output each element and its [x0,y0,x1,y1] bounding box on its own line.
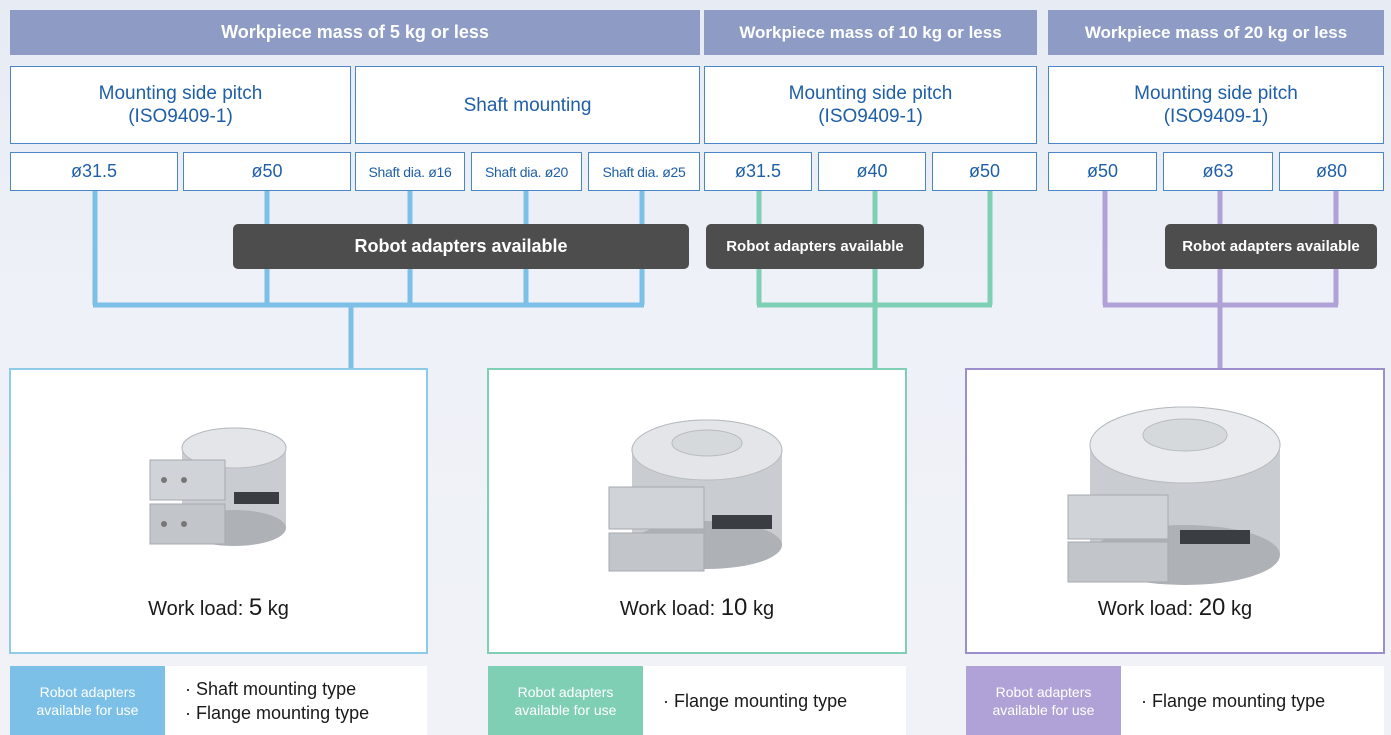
tag-line: Robot adapters [995,683,1092,700]
tag-line: available for use [992,701,1095,718]
gripper-image [608,419,783,572]
work-load-unit: kg [1225,598,1253,620]
adapter-type-item: · Shaft mounting type [185,678,357,699]
robot-adapters-badge: Robot adapters available [1165,224,1377,269]
header-5kg: Workpiece mass of 5 kg or less [10,10,700,55]
size-box: ø50 [932,152,1037,191]
teal-connectors [756,191,993,368]
work-load-unit: kg [747,598,775,620]
mount-title: Mounting side pitch [788,83,953,104]
mount-title: Mounting side pitch [98,83,263,104]
adapter-types: · Shaft mounting type · Flange mounting … [165,666,427,735]
work-load-prefix: Work load: [148,598,249,620]
tag-line: available for use [36,701,139,718]
mount-subtitle: (ISO9409-1) [128,106,233,127]
work-load-label: Work load: 20 kg [967,594,1383,622]
adapter-types: · Flange mounting type [643,666,906,735]
work-load-label: Work load: 5 kg [11,594,426,622]
gripper-image [149,427,286,546]
mount-group-pitch-5kg: Mounting side pitch(ISO9409-1) [10,66,351,144]
adapter-type-item: · Flange mounting type [185,702,370,723]
robot-adapters-badge: Robot adapters available [706,224,924,269]
gripper-image [1067,406,1281,585]
work-load-prefix: Work load: [619,598,721,620]
product-card-20kg: Work load: 20 kg [965,368,1385,654]
adapter-type-item: · Flange mounting type [663,690,848,711]
size-box: ø40 [818,152,926,191]
header-20kg: Workpiece mass of 20 kg or less [1048,10,1384,55]
size-box: Shaft dia. ø20 [471,152,582,191]
size-box: ø31.5 [10,152,178,191]
size-box: ø63 [1163,152,1273,191]
work-load-label: Work load: 10 kg [489,594,905,622]
blue-connectors [92,191,645,368]
size-box: ø31.5 [704,152,812,191]
work-load-prefix: Work load: [1097,598,1199,620]
header-10kg: Workpiece mass of 10 kg or less [704,10,1037,55]
size-box: Shaft dia. ø25 [588,152,700,191]
work-load-value: 5 [248,594,263,621]
product-card-5kg: Work load: 5 kg [9,368,428,654]
work-load-value: 20 [1198,594,1226,621]
tag-line: Robot adapters [517,683,614,700]
mount-group-shaft: Shaft mounting [355,66,700,144]
work-load-unit: kg [262,598,289,620]
size-box: ø50 [1048,152,1157,191]
size-box: Shaft dia. ø16 [355,152,465,191]
tag-line: available for use [514,701,617,718]
adapter-types: · Flange mounting type [1121,666,1384,735]
product-card-10kg: Work load: 10 kg [487,368,907,654]
mount-title: Shaft mounting [463,94,592,116]
purple-connectors [1102,191,1339,368]
mount-subtitle: (ISO9409-1) [1163,106,1269,127]
mount-group-pitch-10kg: Mounting side pitch(ISO9409-1) [704,66,1037,144]
mount-subtitle: (ISO9409-1) [818,106,923,127]
mount-title: Mounting side pitch [1134,83,1298,104]
mount-group-pitch-20kg: Mounting side pitch(ISO9409-1) [1048,66,1384,144]
robot-adapters-badge: Robot adapters available [233,224,689,269]
work-load-value: 10 [720,594,748,621]
size-box: ø50 [183,152,351,191]
adapter-type-item: · Flange mounting type [1141,690,1326,711]
size-box: ø80 [1279,152,1384,191]
tag-line: Robot adapters [39,683,136,700]
